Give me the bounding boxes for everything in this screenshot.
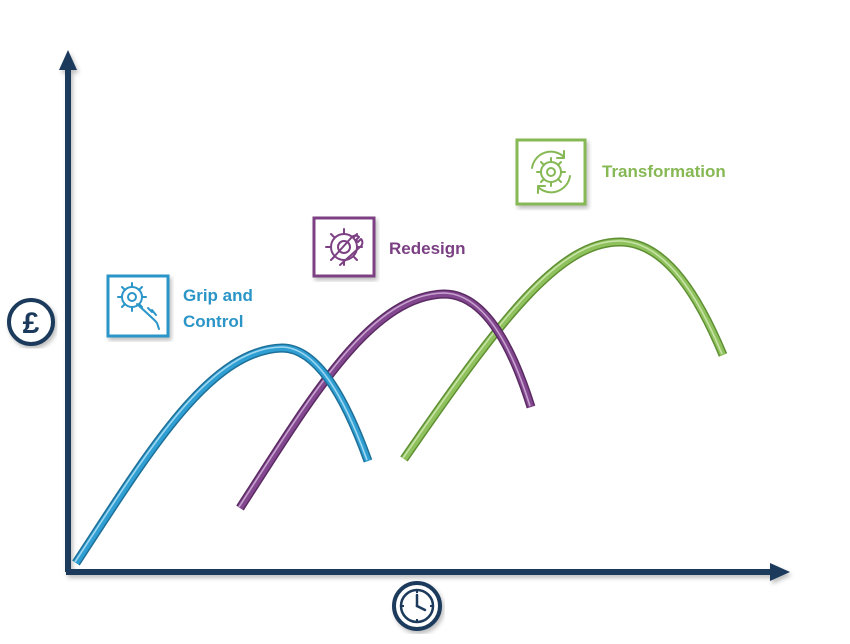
y-axis-arrow bbox=[59, 50, 77, 70]
curves bbox=[72, 237, 728, 566]
grip-and-control-curve-outline bbox=[72, 343, 373, 566]
x-axis-arrow bbox=[770, 563, 790, 581]
clock-icon bbox=[392, 581, 442, 631]
transformation-curve bbox=[401, 238, 726, 461]
grip-and-control-label-line-2: Control bbox=[183, 312, 244, 331]
y-axis-symbol: £ bbox=[23, 307, 40, 340]
transformation-label: Transformation bbox=[602, 159, 726, 185]
gear-cycle-icon bbox=[515, 138, 587, 206]
pound-sign-icon: £ bbox=[7, 298, 55, 346]
redesign-curve bbox=[237, 290, 534, 510]
redesign-label-line-1: Redesign bbox=[389, 239, 466, 258]
gear-wrench-icon bbox=[312, 216, 376, 278]
transformation-label-line-1: Transformation bbox=[602, 162, 726, 181]
redesign-curve-outline bbox=[236, 289, 536, 511]
redesign-label: Redesign bbox=[389, 236, 466, 262]
grip-and-control-label: Grip and Control bbox=[183, 283, 253, 335]
grip-and-control-label-line-1: Grip and bbox=[183, 286, 253, 305]
axes bbox=[59, 50, 790, 581]
gear-hand-icon bbox=[106, 274, 170, 338]
